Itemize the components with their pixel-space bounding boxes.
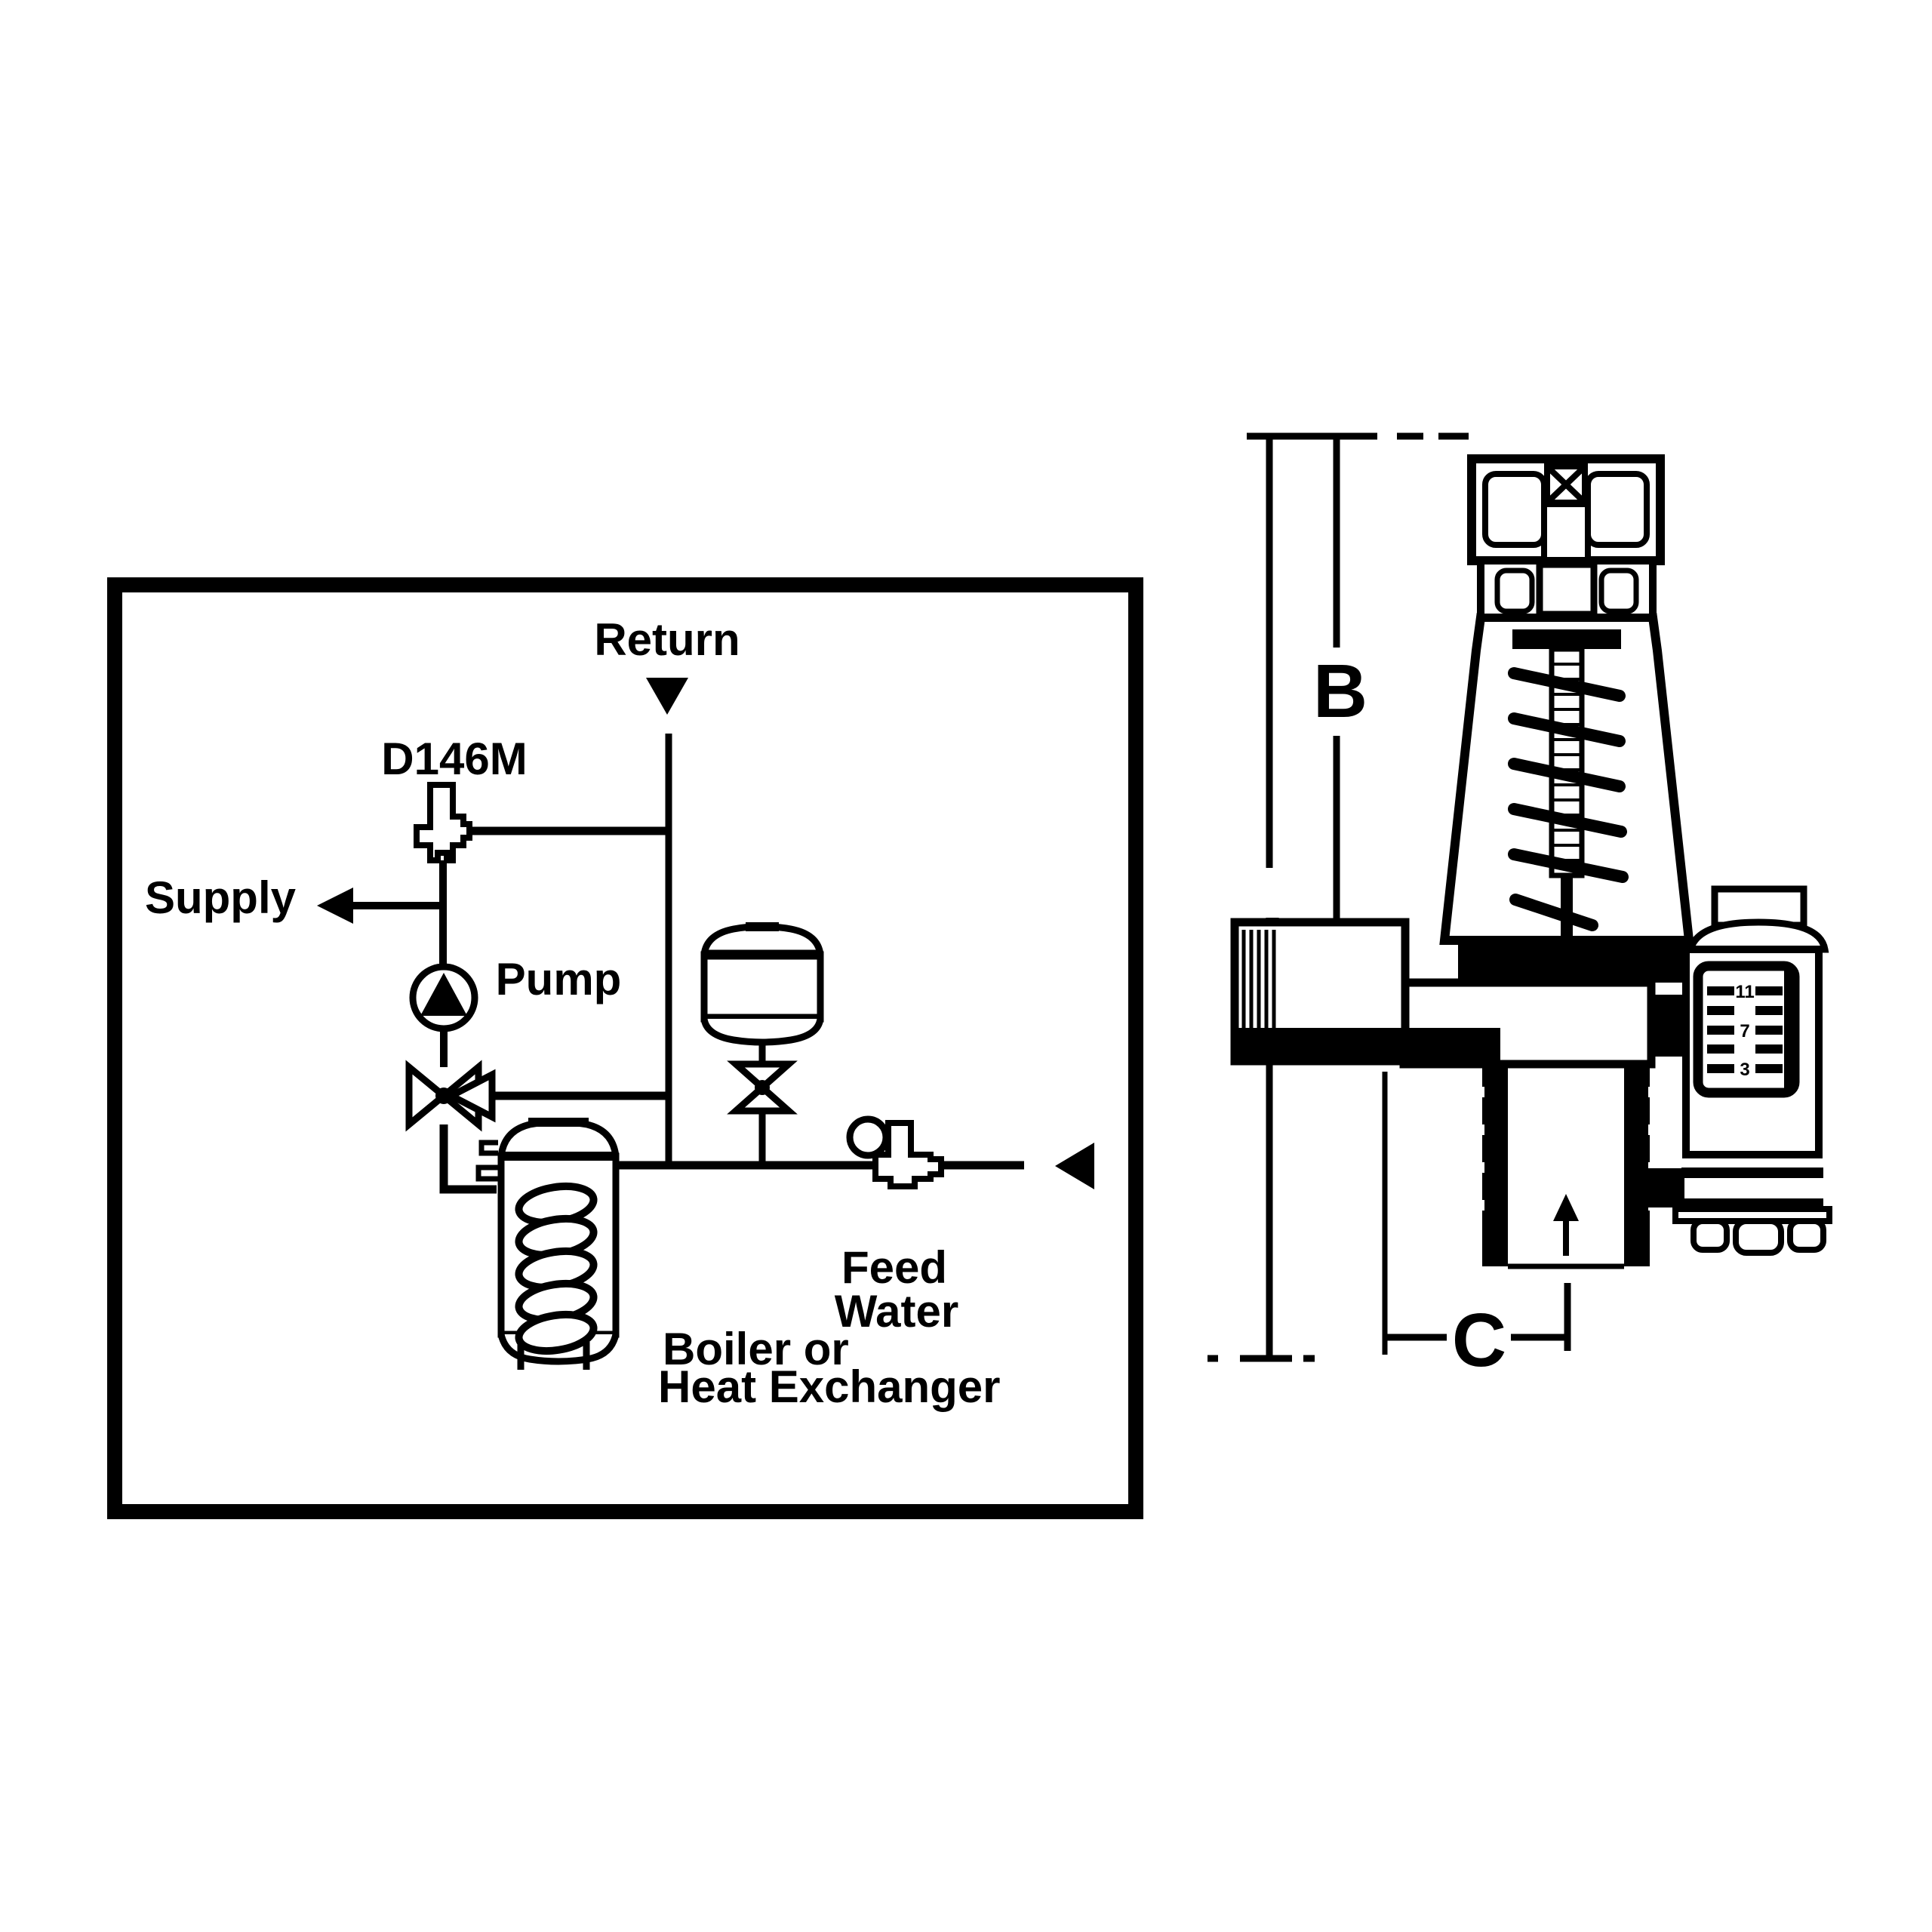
boiler-tank [475,1118,620,1370]
boiler-label-line2: Heat Exchanger [658,1361,1001,1412]
dim-a-line [1208,436,1315,1362]
pump-label: Pump [496,954,622,1004]
heating-coil-icon [515,1182,598,1355]
push-rod [1561,875,1573,942]
boiler-inlet-fitting [478,1140,498,1156]
d146m-label: D146M [381,734,527,784]
body-flange [1458,940,1706,983]
return-label: Return [594,614,740,665]
gauge-bottom-nuts [1690,1218,1826,1256]
return-arrow-icon [646,678,688,715]
expansion-tank [700,922,824,1046]
supply-label: Supply [145,872,297,923]
boiler-label-line1: Boiler or [663,1324,849,1374]
feed-water-label-line2: Water [835,1286,958,1337]
valve-cross-section: 11 7 3 [1230,454,1832,1269]
valve-to-boiler-pipe [439,1124,497,1194]
flow-arrow-icon [1553,1194,1579,1256]
piping-schematic: Return D146M Supply Pump [107,577,1143,1519]
spring-coil-icon [1508,667,1629,931]
feed-water-label-line1: Feed [841,1242,947,1293]
inlet-pipe [1479,1064,1654,1269]
gauge-scale-ticks [1707,986,1783,1073]
dim-c-line [1382,1072,1571,1355]
stem-nut [1536,561,1598,618]
pump-symbol [409,963,478,1032]
spring-seat [1512,629,1621,649]
valve-dimension-drawing: A B C [1208,432,1832,1383]
d146m-valve-symbol [414,782,472,863]
dim-b-label: B [1313,649,1367,734]
pump-impeller-icon [420,973,467,1016]
boiler-dome [497,1118,620,1157]
adjusting-screw-icon [1541,463,1591,563]
gauge-cartridge: 11 7 3 [1672,885,1832,1256]
schematic-frame [107,577,1143,1519]
gauge-lower-connector [1624,1168,1684,1208]
gauge-scale-bottom-number: 3 [1740,1060,1749,1080]
gauge-window: 11 7 3 [1693,961,1800,1098]
fill-valve-knob-icon [846,1115,890,1159]
outlet-port [1230,918,1500,1066]
feed-water-arrow-icon [1055,1143,1094,1189]
gauge-scale-middle-number: 7 [1740,1021,1749,1041]
supply-arrow-icon [317,888,353,924]
dim-c-label: C [1452,1298,1506,1383]
fill-valve-symbol [846,1115,944,1189]
gauge-scale-top-number: 11 [1735,982,1754,1002]
